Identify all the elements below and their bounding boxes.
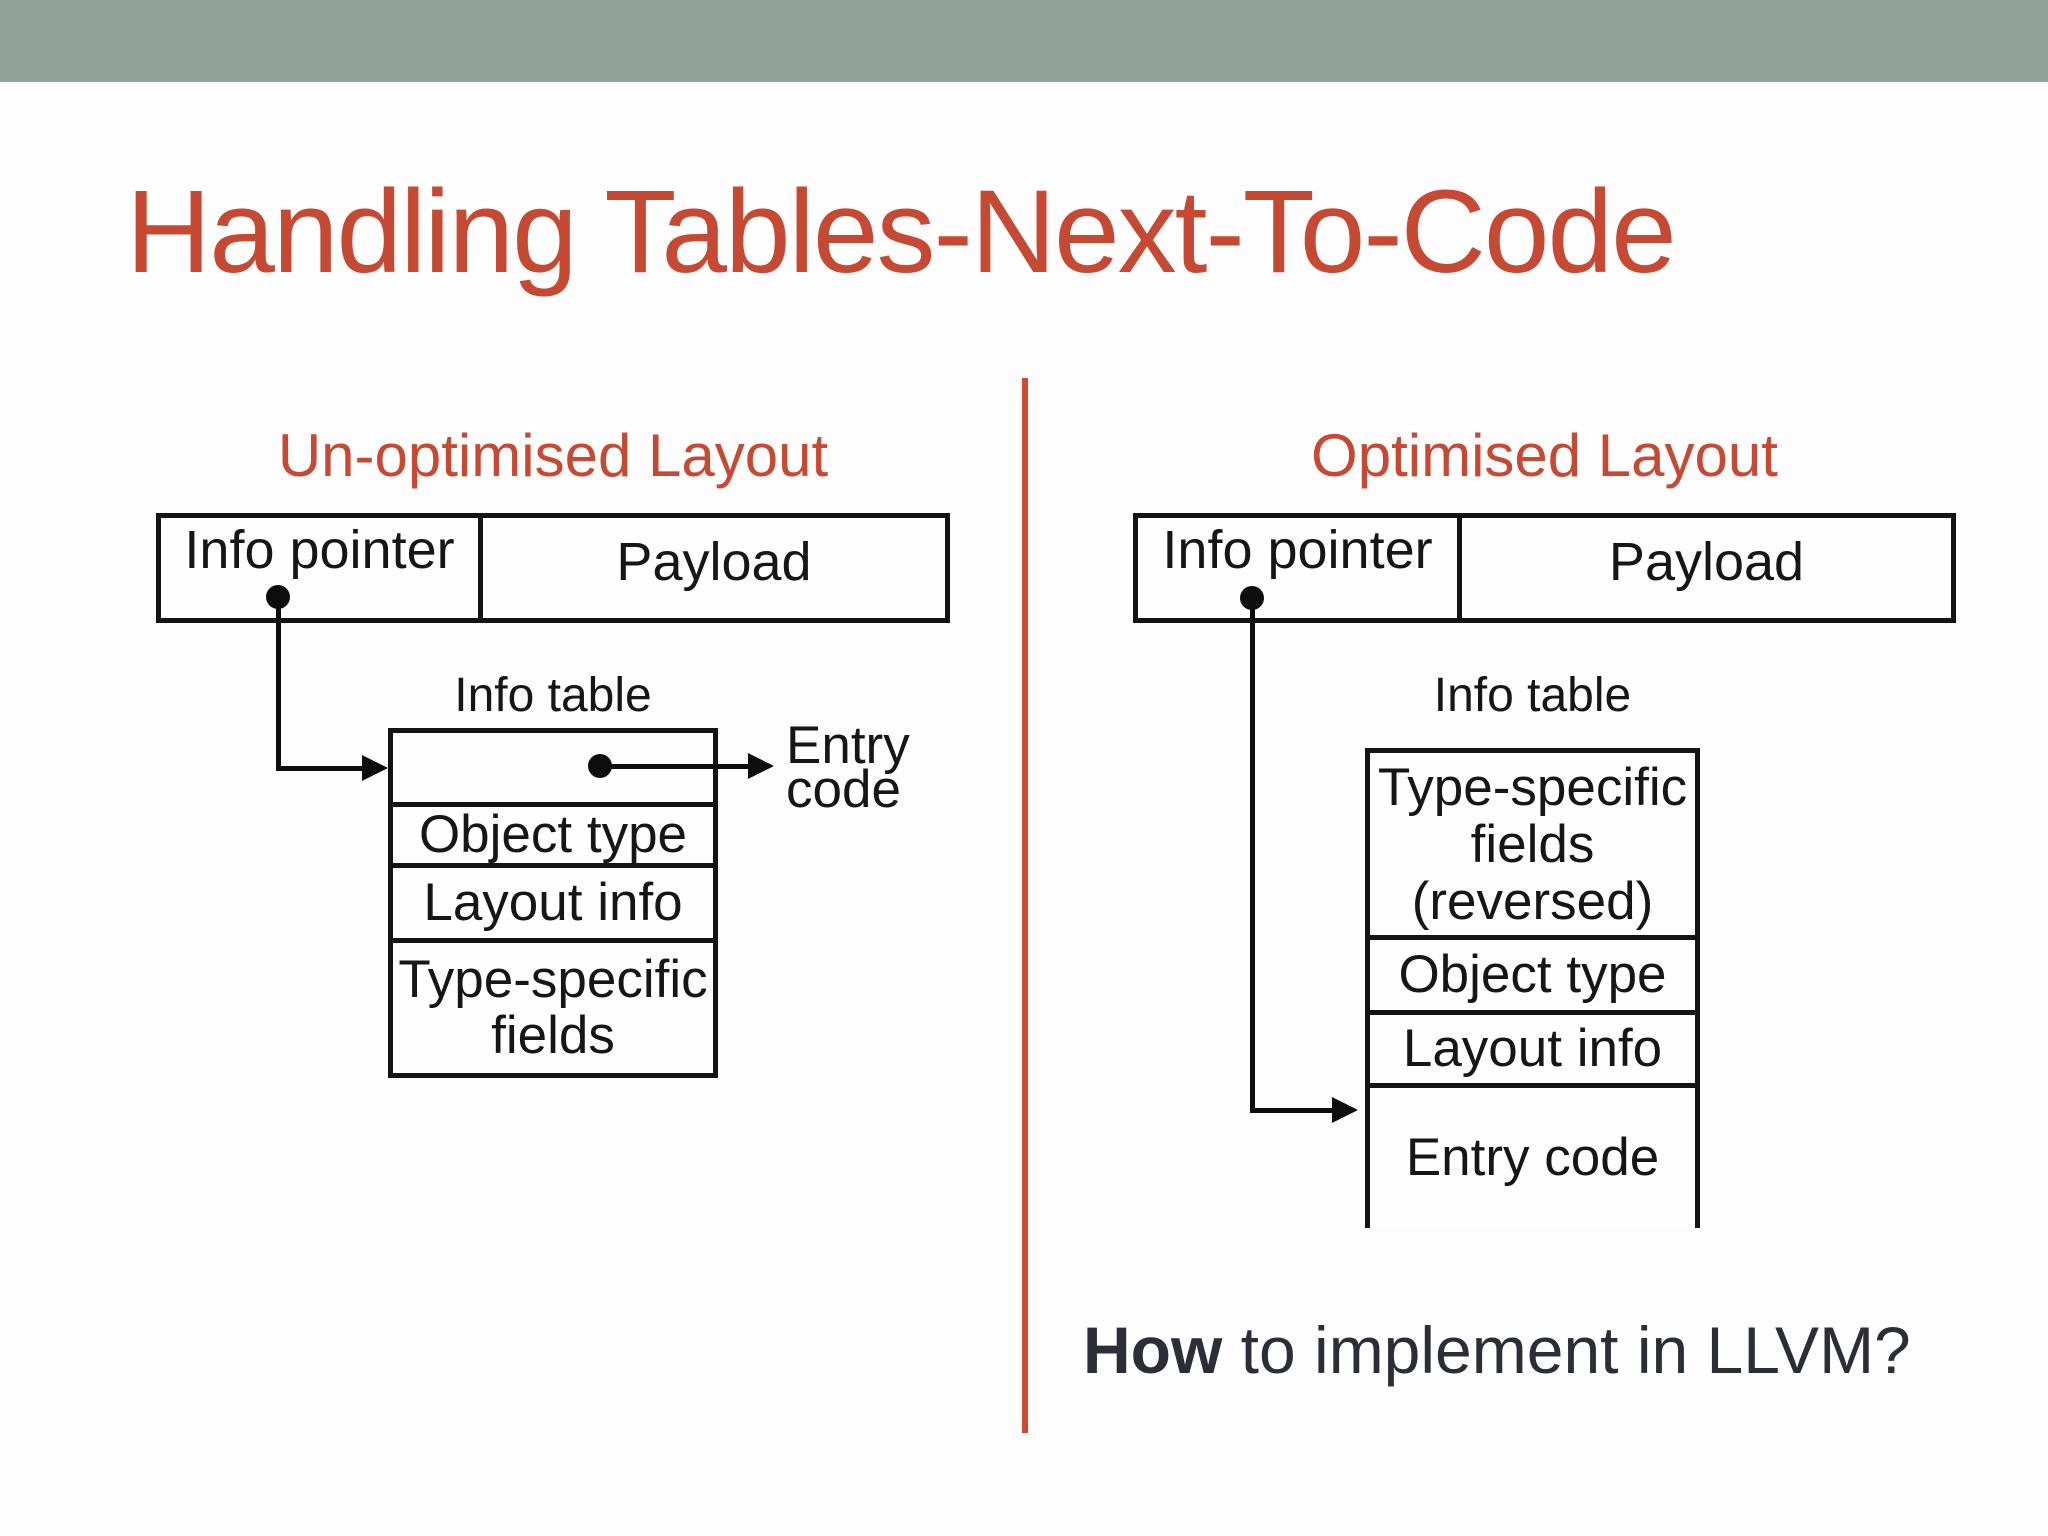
right-pointer-arrowhead-icon	[1332, 1097, 1358, 1123]
top-accent-band	[0, 0, 2048, 82]
right-diagram-heading: Optimised Layout	[1311, 422, 1778, 489]
right-payload-cell: Payload	[1608, 532, 1805, 592]
left-info-pointer-cell: Info pointer	[161, 518, 483, 618]
right-table-row-type-specific-fields: Type-specific fields (reversed)	[1370, 753, 1695, 940]
right-info-table: Type-specific fields (reversed) Object t…	[1365, 748, 1700, 1228]
entry-code-arrow-line	[600, 764, 748, 769]
left-pointer-arrowhead-icon	[362, 755, 388, 781]
left-pointer-arrow-vertical	[276, 597, 281, 768]
right-pointer-arrow-vertical	[1250, 598, 1255, 1113]
right-table-row-layout-info: Layout info	[1370, 1015, 1695, 1088]
left-object-box: Info pointer Payload	[156, 513, 950, 623]
right-pointer-arrow-horizontal	[1250, 1108, 1332, 1113]
left-table-row-entry-pointer	[393, 733, 713, 807]
left-info-table-label: Info table	[454, 669, 652, 722]
right-info-pointer-cell: Info pointer	[1138, 518, 1462, 618]
slide-title: Handling Tables-Next-To-Code	[126, 166, 1677, 298]
entry-code-arrowhead-icon	[748, 753, 774, 779]
right-table-row-object-type: Object type	[1370, 940, 1695, 1015]
left-table-row-object-type: Object type	[393, 807, 713, 868]
section-divider-rule	[1022, 378, 1028, 1433]
right-object-box: Info pointer Payload	[1133, 513, 1956, 623]
question-bold-word: How	[1083, 1313, 1223, 1387]
left-table-row-layout-info: Layout info	[393, 868, 713, 943]
left-pointer-arrow-horizontal	[276, 766, 362, 771]
question-rest: to implement in LLVM?	[1222, 1313, 1911, 1387]
left-payload-cell: Payload	[616, 532, 812, 592]
question-text: How to implement in LLVM?	[1083, 1313, 1911, 1389]
left-table-row-type-specific-fields: Type-specific fields	[398, 950, 708, 1065]
right-table-row-entry-code: Entry code	[1405, 1128, 1660, 1187]
left-info-table: Object type Layout info Type-specific fi…	[388, 728, 718, 1078]
entry-code-label: Entry code	[786, 716, 910, 819]
right-info-table-label: Info table	[1433, 669, 1632, 722]
left-diagram-heading: Un-optimised Layout	[277, 422, 829, 489]
